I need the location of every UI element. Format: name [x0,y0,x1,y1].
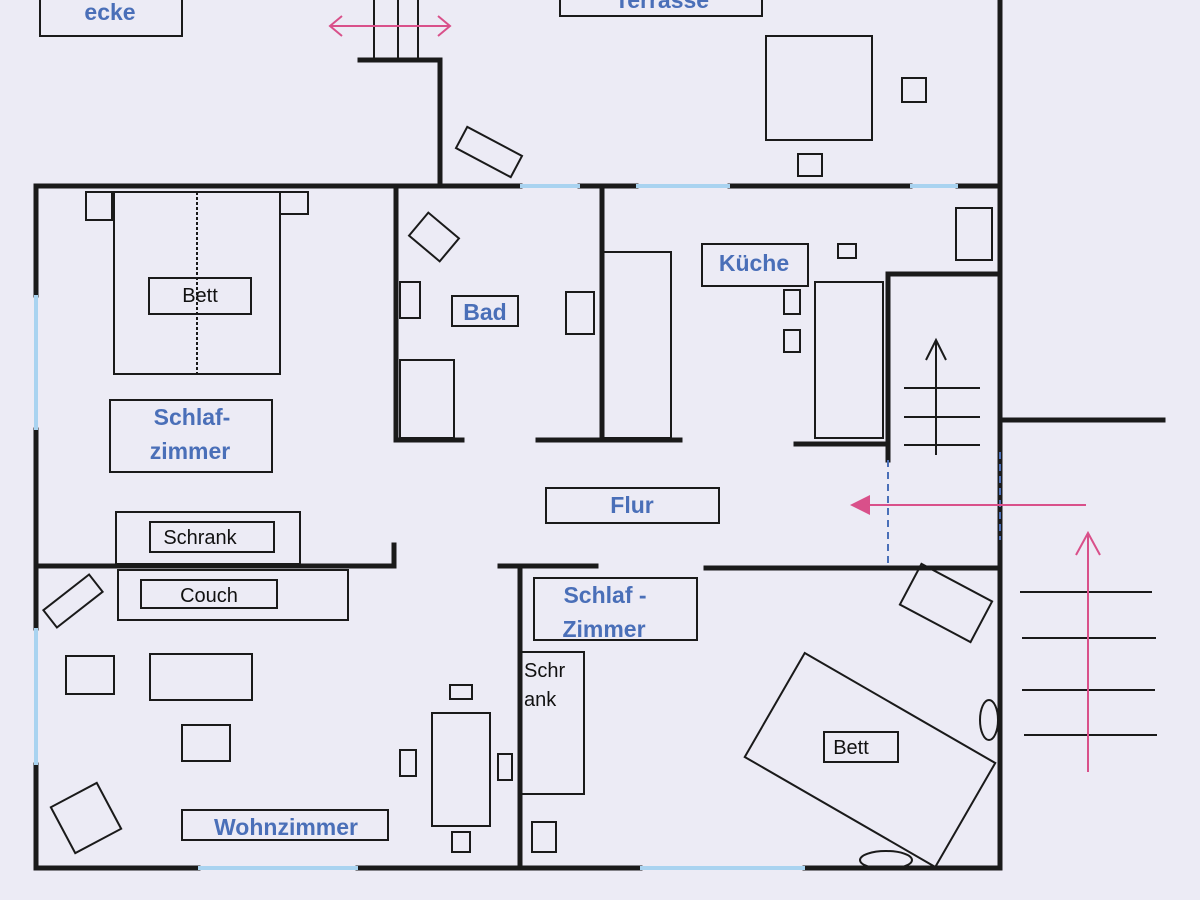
bett2-label-box [823,731,899,763]
kitchen-item-3 [783,329,801,353]
living-armchair [49,781,123,855]
dining-table [431,712,491,827]
dining-chair-left [399,749,417,777]
room-label-schlafzimmer2-line1: Schlaf - [563,582,646,608]
schrank1-box [115,511,301,565]
furniture-labels: Bett Schrank Couch Schr ank Bett [163,285,869,759]
bed2-frame [743,651,997,869]
kitchen-item-2 [783,289,801,315]
terrace-stairs [373,0,419,60]
living-table [149,653,253,701]
room-label-schlafzimmer2-line2: Zimmer [562,616,645,642]
bed2-nightstand [898,562,994,644]
room-label-kueche: Küche [719,250,789,276]
room-label-flur: Flur [610,492,653,518]
furniture-label-bett1: Bett [182,285,218,307]
bed2-lamp-1 [979,699,999,741]
wohnzimmer-label-box [181,809,389,841]
arrows [328,15,1101,772]
nightstand-2 [279,191,309,215]
schrank2-box [519,651,585,795]
bath-tub [399,359,455,439]
furniture [39,0,999,870]
terrace-lounger [454,125,524,179]
kitchen-item-1 [837,243,857,259]
bad-label-box [451,295,519,327]
bed2-lamp-2 [859,850,913,870]
room-labels: ecke Terrasse Bad Küche Schlaf- zimmer F… [84,0,789,840]
living-chair-2 [181,724,231,762]
terrasse-label-box [559,0,763,17]
kuche-label-box [701,243,809,287]
living-chair-1 [65,655,115,695]
bath-basin [407,211,461,263]
room-label-wohnzimmer: Wohnzimmer [214,814,358,840]
room-label-schlafzimmer1-line1: Schlaf- [154,404,231,430]
terrace-chair-1 [901,77,927,103]
room-label-bad: Bad [463,299,506,325]
kitchen-fridge [955,207,993,261]
terrace-chair-2 [797,153,823,177]
entry-dashes [887,452,1001,568]
bett1-label-box [148,277,252,315]
furniture-label-couch: Couch [180,585,238,607]
couch-label-box [140,579,278,609]
nightstand-1 [85,191,113,221]
dining-chair-bottom [451,831,471,853]
bed2-corner-box [531,821,557,853]
schlafzimmer1-label-box [109,399,273,473]
dining-chair-right [497,753,513,781]
room-label-terrasse: Terrasse [615,0,709,13]
schlafzimmer2-label-box [533,577,698,641]
ecke-label-box [39,0,183,37]
room-label-ecke: ecke [84,0,135,25]
kitchen-counter-1 [602,251,672,439]
furniture-label-bett2: Bett [833,737,869,759]
bath-fixture-1 [399,281,421,319]
flur-label-box [545,487,720,524]
kitchen-counter-2 [814,281,884,439]
windows [34,184,958,870]
furniture-label-schrank2-line2: ank [524,689,557,711]
furniture-label-schrank2-line1: Schr [524,660,565,682]
living-lounger [41,573,105,629]
room-label-schlafzimmer1-line2: zimmer [150,438,231,464]
terrace-table [765,35,873,141]
schrank1-label-box [149,521,275,553]
furniture-label-schrank1: Schrank [163,527,237,549]
bath-fixture-2 [565,291,595,335]
internal-stairs [904,337,980,455]
couch-box [117,569,349,621]
dining-chair-top [449,684,473,700]
